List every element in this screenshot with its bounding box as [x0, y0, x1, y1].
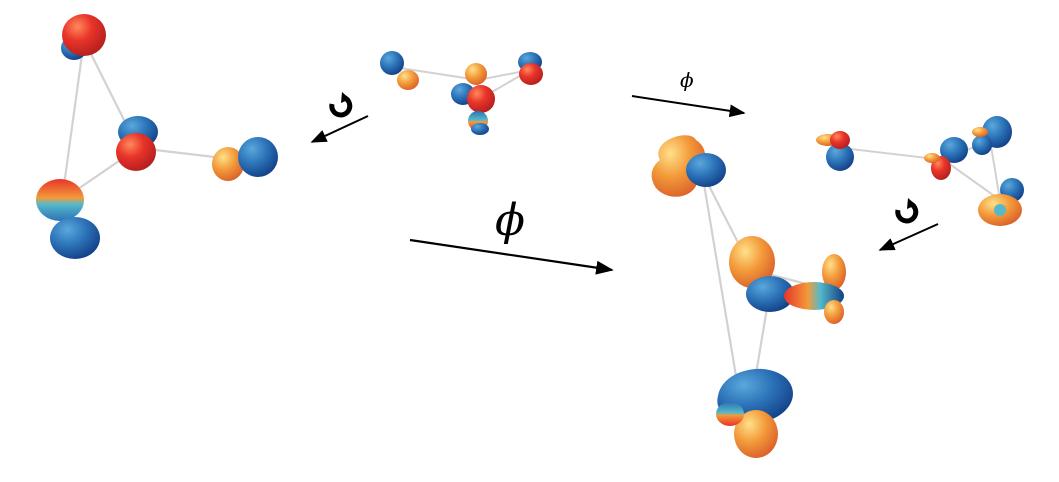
- atom: [380, 51, 419, 90]
- atom: [972, 116, 1012, 155]
- rotate-icon: [895, 198, 919, 224]
- atom: [451, 63, 495, 113]
- transform-arrow-phi-small: ϕ: [631, 68, 746, 118]
- molecule-right-top: [816, 116, 1024, 226]
- atom: [468, 111, 489, 135]
- rotation-arrow-right: [878, 198, 939, 251]
- atom: [716, 368, 793, 458]
- atom: [924, 137, 968, 180]
- phi-label-large: ϕ: [495, 195, 525, 246]
- atom: [651, 135, 726, 197]
- rotate-icon: [329, 92, 353, 118]
- rotation-arrow-left: [310, 92, 369, 143]
- atom: [729, 236, 846, 324]
- atom: [36, 179, 100, 259]
- molecule-left: [36, 14, 278, 259]
- transform-arrow-phi-large: ϕ: [409, 195, 614, 275]
- atom: [212, 137, 278, 181]
- molecule-right-bottom: [651, 135, 846, 458]
- atom: [61, 14, 106, 60]
- molecule-top-center: [380, 51, 543, 135]
- atom: [116, 116, 158, 171]
- phi-label-small: ϕ: [680, 68, 694, 92]
- atom: [816, 131, 854, 171]
- atom: [518, 52, 543, 85]
- atom: [978, 178, 1024, 226]
